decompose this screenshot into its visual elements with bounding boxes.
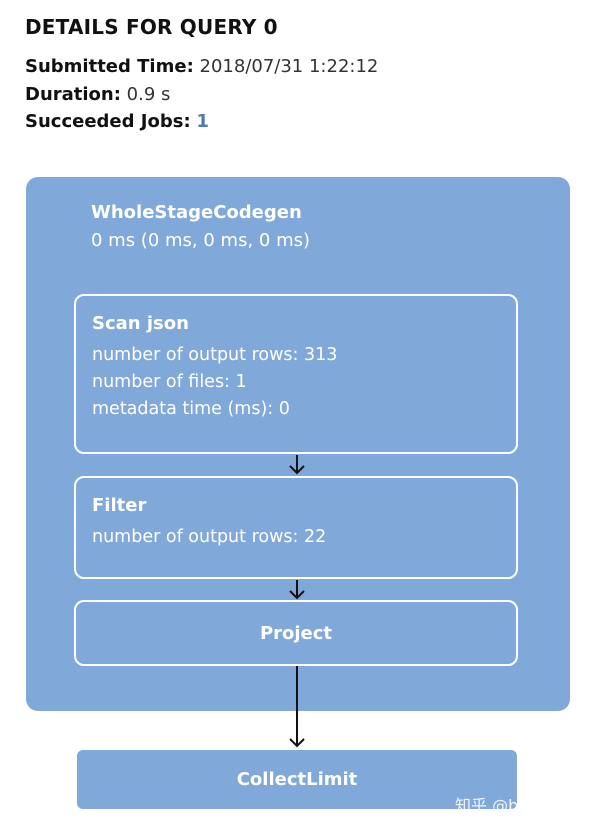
duration-value: 0.9 s <box>126 84 171 105</box>
project-title: Project <box>259 622 333 644</box>
duration-row: Duration: 0.9 s <box>25 84 170 105</box>
succeeded-jobs-link[interactable]: 1 <box>196 111 209 132</box>
scan-json-node[interactable]: Scan json number of output rows: 313 num… <box>74 294 518 454</box>
submitted-time-row: Submitted Time: 2018/07/31 1:22:12 <box>25 56 378 77</box>
scan-metadata-time-metric: metadata time (ms): 0 <box>92 399 290 419</box>
filter-output-rows-metric: number of output rows: 22 <box>92 527 327 547</box>
scan-json-title: Scan json <box>92 313 189 334</box>
whole-stage-codegen-cluster[interactable]: WholeStageCodegen 0 ms (0 ms, 0 ms, 0 ms… <box>26 177 570 711</box>
page-title: DETAILS FOR QUERY 0 <box>25 15 278 39</box>
edge-filter-to-project <box>289 580 305 600</box>
duration-label: Duration: <box>25 84 121 105</box>
edge-project-to-collectlimit <box>289 666 305 748</box>
filter-node[interactable]: Filter number of output rows: 22 <box>74 476 518 579</box>
submitted-time-value: 2018/07/31 1:22:12 <box>199 56 379 77</box>
succeeded-jobs-label: Succeeded Jobs: <box>25 111 191 132</box>
filter-title: Filter <box>92 495 147 516</box>
collect-limit-node[interactable]: CollectLimit <box>77 750 517 809</box>
codegen-metric: 0 ms (0 ms, 0 ms, 0 ms) <box>91 230 310 251</box>
watermark: 知乎 @bluesky <box>455 796 570 815</box>
submitted-time-label: Submitted Time: <box>25 56 194 77</box>
collect-limit-title: CollectLimit <box>236 769 358 790</box>
scan-files-metric: number of files: 1 <box>92 372 247 392</box>
scan-output-rows-metric: number of output rows: 313 <box>92 345 338 365</box>
project-node[interactable]: Project <box>74 600 518 666</box>
edge-scan-to-filter <box>289 455 305 475</box>
succeeded-jobs-row: Succeeded Jobs: 1 <box>25 111 209 132</box>
codegen-title: WholeStageCodegen <box>91 202 302 223</box>
